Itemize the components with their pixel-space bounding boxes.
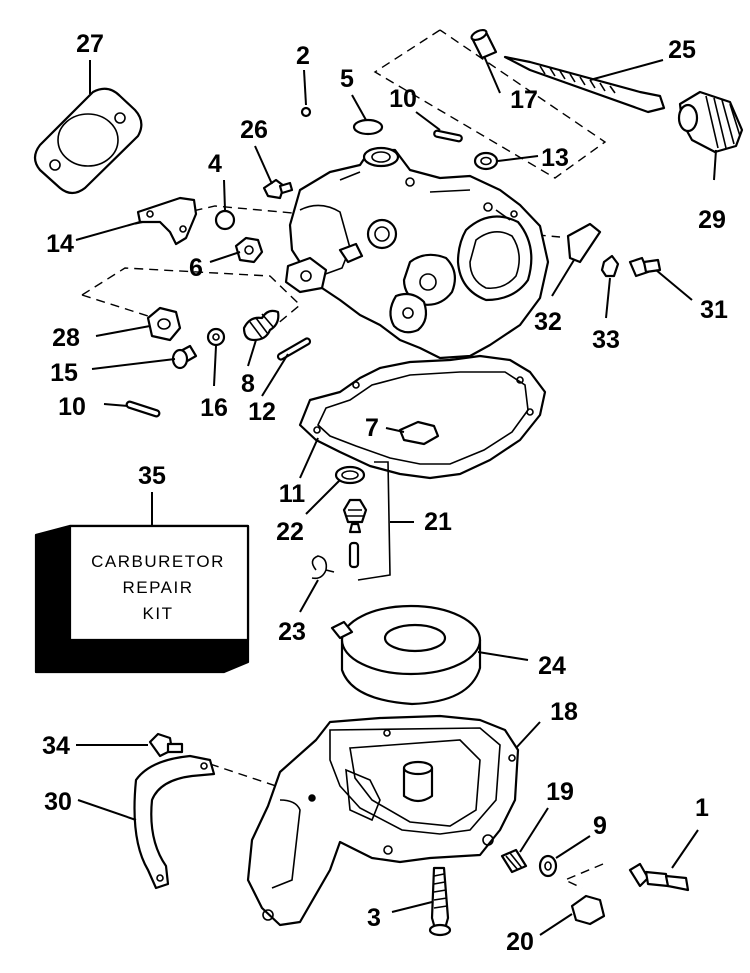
part-23-clip (311, 555, 335, 580)
kit-label-line2: REPAIR (122, 578, 193, 597)
callout-11: 11 (279, 480, 306, 508)
callout-31: 31 (700, 296, 728, 324)
part-27-gasket (33, 87, 143, 195)
callout-1: 1 (695, 794, 709, 822)
part-13-washer (473, 151, 499, 171)
part-21-needle-seat (342, 461, 391, 581)
part-7-clip (398, 420, 440, 446)
callout-4: 4 (208, 150, 222, 178)
part-20-plug (570, 894, 606, 926)
callout-33: 33 (592, 326, 620, 354)
part-34-screw (148, 732, 184, 758)
part-2-ball (300, 106, 312, 118)
callout-6: 6 (189, 254, 203, 282)
part-17-bushing (470, 28, 498, 60)
callout-5: 5 (340, 65, 354, 93)
callout-27: 27 (76, 30, 104, 58)
kit-label-line3: KIT (143, 604, 174, 623)
callout-32: 32 (534, 308, 562, 336)
part-8-spring (242, 309, 280, 342)
upper-carburetor-body (284, 146, 550, 360)
part-12-pin (276, 337, 312, 361)
part-35-kit-box (34, 524, 250, 674)
callout-19: 19 (546, 778, 574, 806)
callout-3: 3 (367, 904, 381, 932)
part-14-bracket (136, 196, 198, 246)
part-32-plate (566, 222, 602, 264)
callout-12: 12 (248, 398, 276, 426)
kit-label-line1: CARBURETOR (91, 552, 225, 571)
part-28-nut (146, 306, 182, 342)
part-6-nut (234, 236, 264, 264)
callout-15: 15 (50, 359, 78, 387)
callout-13: 13 (541, 144, 569, 172)
callout-2: 2 (296, 42, 310, 70)
callout-28: 28 (52, 324, 80, 352)
callout-35: 35 (138, 462, 166, 490)
callout-34: 34 (42, 732, 70, 760)
part-4-ball (214, 209, 236, 231)
callout-14: 14 (46, 230, 74, 258)
callout-10-top: 10 (389, 85, 417, 113)
part-1-fitting (628, 862, 690, 892)
callout-7: 7 (365, 414, 379, 442)
part-11-gasket (298, 354, 547, 480)
callout-23: 23 (278, 618, 306, 646)
part-33-lock-washer (600, 254, 620, 278)
callout-18: 18 (550, 698, 578, 726)
callout-29: 29 (698, 206, 726, 234)
callout-20: 20 (506, 928, 534, 956)
part-5-plug (352, 118, 384, 136)
callout-10-left: 10 (58, 393, 86, 421)
part-3-screw (428, 866, 452, 937)
callout-9: 9 (593, 812, 607, 840)
part-24-float (330, 604, 482, 706)
part-10-pin-top (433, 129, 463, 143)
callout-26: 26 (240, 116, 268, 144)
part-10-pin-left (125, 400, 161, 418)
callout-30: 30 (44, 788, 72, 816)
part-29-knob (677, 90, 744, 154)
part-30-strap (133, 754, 216, 890)
leader-lines (75, 55, 717, 936)
part-16-washer (206, 327, 226, 347)
part-25-needle (503, 55, 666, 114)
part-18-float-bowl-body (246, 714, 520, 927)
part-15-screw (171, 344, 198, 370)
part-22-ring (334, 465, 366, 485)
callout-numbers: 27 2 5 10 13 25 17 29 26 4 14 6 28 15 10… (42, 30, 728, 956)
part-31-screw (628, 256, 662, 278)
callout-24: 24 (538, 652, 566, 680)
callout-22: 22 (276, 518, 304, 546)
callout-8: 8 (241, 370, 255, 398)
part-9-washer (538, 854, 558, 878)
callout-25: 25 (668, 36, 696, 64)
callout-21: 21 (424, 508, 452, 536)
part-19-jet (500, 848, 528, 874)
part-26-screw (262, 178, 294, 200)
callout-16: 16 (200, 394, 228, 422)
callout-17: 17 (510, 86, 538, 114)
